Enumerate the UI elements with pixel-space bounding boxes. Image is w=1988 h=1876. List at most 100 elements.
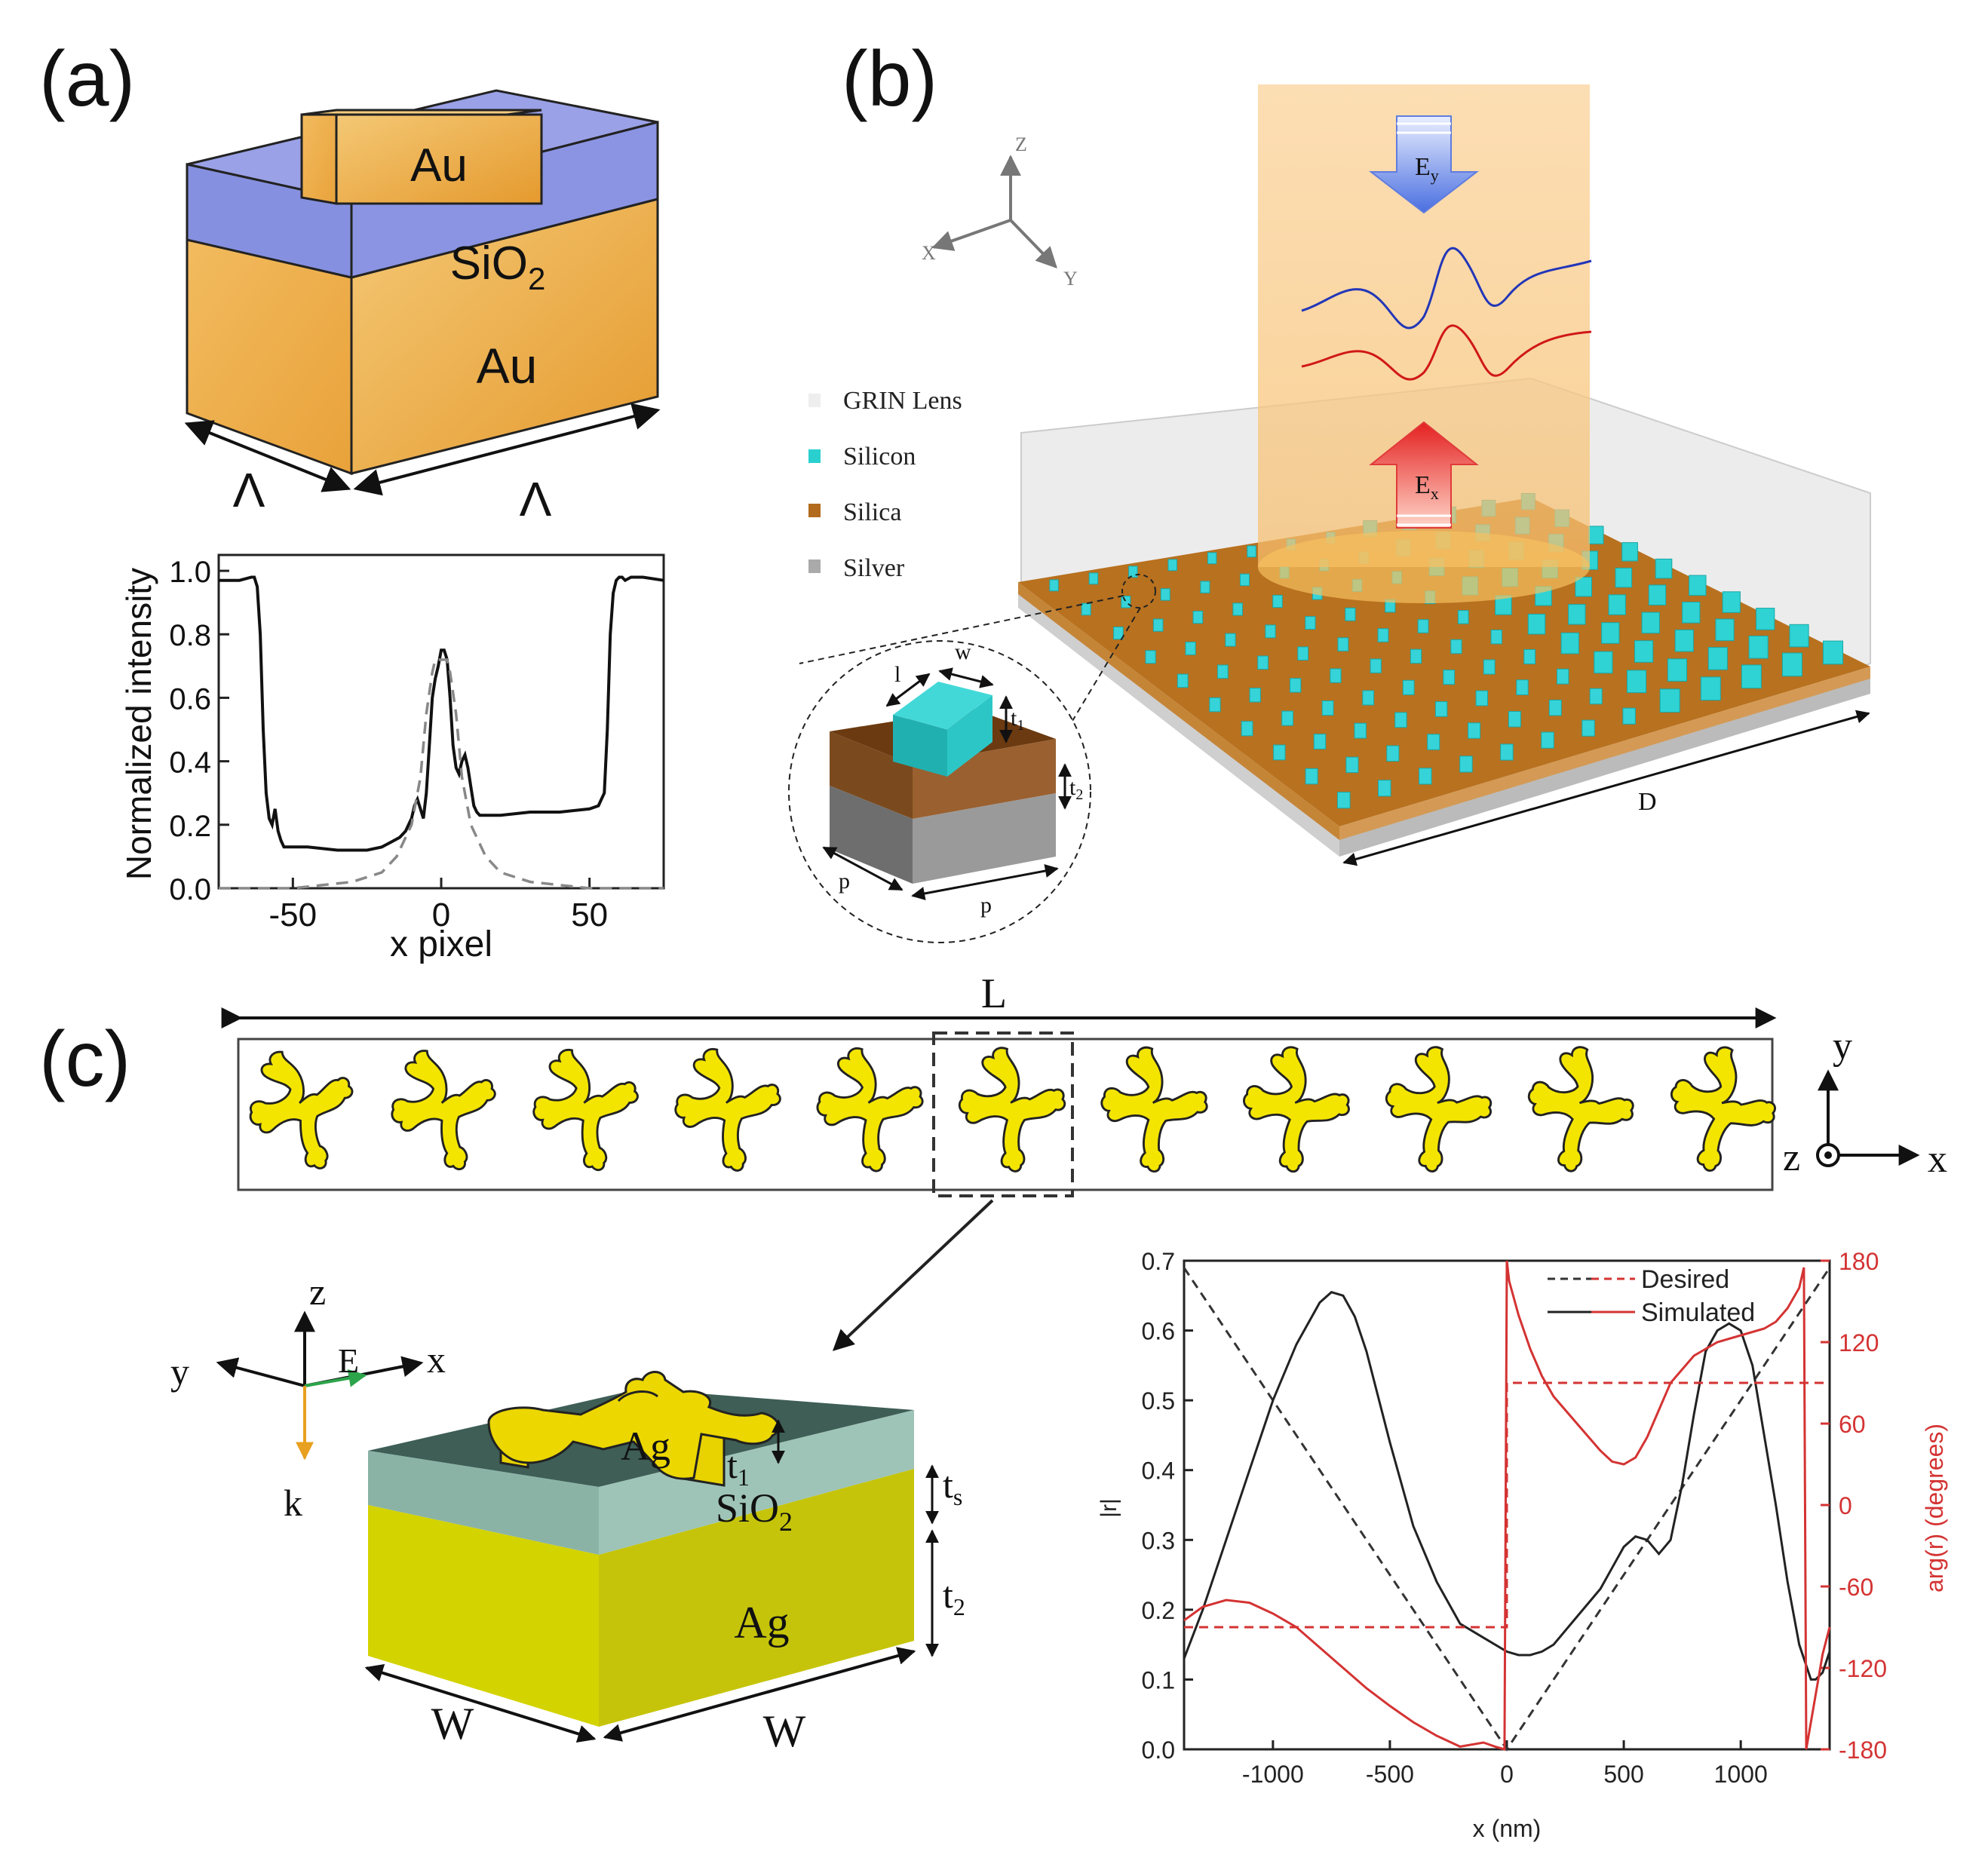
silicon-pillar bbox=[1781, 652, 1802, 677]
silicon-pillar bbox=[1608, 594, 1626, 615]
chart-c-xlabel: x (nm) bbox=[1473, 1815, 1542, 1842]
cell-layer-sio2: SiO2 bbox=[716, 1485, 793, 1537]
silicon-pillar bbox=[1362, 690, 1375, 706]
silicon-pillar bbox=[1707, 647, 1728, 670]
chart-a-xtick-label: 50 bbox=[571, 897, 608, 933]
chart-a-frame bbox=[217, 553, 665, 890]
chart-a-series-solid bbox=[219, 575, 664, 852]
silicon-pillar bbox=[1232, 602, 1244, 616]
chart-c-series-simulated-left bbox=[1183, 1291, 1831, 1681]
dim-t2: t2 bbox=[1069, 775, 1083, 803]
legend-swatch-silicon bbox=[808, 449, 821, 463]
legend-swatch-silver bbox=[808, 559, 821, 573]
silicon-pillar bbox=[1345, 607, 1356, 621]
silicon-pillar bbox=[1756, 608, 1775, 630]
silicon-pillar bbox=[1588, 526, 1604, 544]
chart-c-ytick-right-label: 0 bbox=[1839, 1492, 1852, 1519]
silicon-pillar bbox=[1655, 558, 1673, 579]
chart-c-xtick-label: -500 bbox=[1366, 1761, 1414, 1788]
silicon-pillar bbox=[1128, 566, 1138, 578]
chart-a-ytick-label: 1.0 bbox=[169, 556, 211, 589]
legend-label-grin: GRIN Lens bbox=[843, 387, 962, 415]
cell-field-e: E bbox=[338, 1341, 359, 1380]
silicon-pillar bbox=[1434, 701, 1448, 717]
axis-y-b: Y bbox=[1063, 268, 1078, 290]
silicon-pillar bbox=[1337, 637, 1349, 651]
selected-cell-box bbox=[932, 1031, 1074, 1197]
silicon-pillar bbox=[1249, 688, 1261, 703]
silicon-pillar bbox=[1427, 734, 1440, 750]
panel-b: (b) Z X Y GRIN Lens Silicon Silica Silve… bbox=[788, 35, 1871, 943]
cell-axis-x: x bbox=[427, 1338, 446, 1381]
silicon-pillar bbox=[1689, 575, 1707, 596]
chart-a-ytick-label: 0.6 bbox=[169, 682, 211, 716]
chart-c-xtick-label: -1000 bbox=[1242, 1761, 1304, 1788]
chart-c-ytick-right-label: 60 bbox=[1839, 1411, 1866, 1438]
axis-x-b: X bbox=[922, 242, 936, 264]
chart-c-ytick-right-label: -120 bbox=[1839, 1655, 1887, 1682]
silicon-pillar bbox=[1548, 699, 1562, 716]
chart-c-ylabel-left: |r| bbox=[1097, 1498, 1121, 1518]
chart-c-ytick-left-label: 0.2 bbox=[1142, 1597, 1175, 1624]
axis-x-c: x bbox=[1928, 1138, 1947, 1181]
legend-label-silver: Silver bbox=[843, 554, 905, 582]
dim-d: D bbox=[1638, 788, 1657, 816]
cell-dim-t1: t1 bbox=[727, 1444, 750, 1491]
silicon-pillar bbox=[1823, 640, 1843, 665]
silicon-pillar bbox=[1674, 629, 1694, 652]
cell-layer-ag-bottom: Ag bbox=[734, 1598, 789, 1648]
silicon-pillar bbox=[1634, 640, 1654, 663]
silicon-pillar bbox=[1459, 756, 1473, 773]
legend-b: GRIN Lens Silicon Silica Silver bbox=[808, 387, 962, 582]
panel-c-label: (c) bbox=[39, 1016, 130, 1103]
silicon-pillar bbox=[1113, 627, 1124, 640]
panel-a: (a) Au SiO2 Au Λ bbox=[39, 35, 665, 964]
silicon-pillar bbox=[1419, 768, 1432, 785]
silicon-pillar bbox=[1386, 745, 1400, 762]
silicon-pillar bbox=[1622, 707, 1636, 725]
silicon-pillar bbox=[1377, 628, 1389, 642]
cell-axis-y: y bbox=[170, 1350, 189, 1393]
chart-c-ytick-left-label: 0.6 bbox=[1142, 1318, 1175, 1345]
silicon-pillar bbox=[1281, 710, 1293, 726]
axis-z-c: z bbox=[1783, 1136, 1800, 1179]
cell-dim-w1: W bbox=[431, 1699, 474, 1749]
silicon-pillar bbox=[1700, 676, 1721, 701]
silicon-pillar bbox=[1330, 668, 1342, 683]
chart-c-ytick-right-label: -180 bbox=[1839, 1737, 1887, 1764]
silicon-pillar bbox=[1457, 610, 1469, 624]
cell-dim-ts: ts bbox=[943, 1464, 962, 1510]
silicon-pillar bbox=[1589, 688, 1603, 705]
silicon-pillar bbox=[1200, 581, 1210, 593]
silicon-pillar bbox=[1272, 594, 1283, 608]
silicon-pillar bbox=[1575, 577, 1592, 597]
legend-swatch-grin bbox=[808, 394, 821, 407]
chart-c-ytick-left-label: 0.4 bbox=[1142, 1458, 1175, 1485]
silicon-pillar bbox=[1207, 552, 1217, 565]
chart-c-series-desired-right bbox=[1184, 1381, 1830, 1629]
dim-l-array: L bbox=[981, 970, 1007, 1017]
dim-w: w bbox=[955, 639, 971, 664]
chart-a-xtick-label: -50 bbox=[269, 897, 318, 933]
silicon-pillar bbox=[1177, 673, 1189, 688]
silicon-pillar bbox=[1402, 679, 1415, 695]
silicon-pillar bbox=[1313, 734, 1327, 749]
silicon-pillar bbox=[1265, 624, 1276, 639]
chart-a-series-dashed bbox=[219, 658, 664, 890]
cell-dim-t2: t2 bbox=[943, 1574, 965, 1620]
unit-cell-c: z y x E k Ag SiO2 Ag t1 bbox=[170, 1271, 965, 1756]
silicon-pillar bbox=[1715, 618, 1735, 642]
silicon-pillar bbox=[1273, 744, 1286, 761]
chart-c-series-simulated-right bbox=[1183, 1260, 1831, 1751]
ey-arrow-icon bbox=[1369, 115, 1479, 214]
legend-swatch-silica bbox=[808, 504, 821, 517]
silicon-pillar bbox=[1121, 596, 1131, 608]
chart-c-ytick-left-label: 0.5 bbox=[1142, 1387, 1175, 1415]
silicon-pillar bbox=[1088, 572, 1099, 585]
axis-z-b: Z bbox=[1015, 133, 1027, 155]
silicon-pillar bbox=[1337, 792, 1351, 809]
silicon-pillar bbox=[1049, 579, 1059, 592]
ex-arrow-icon bbox=[1369, 421, 1479, 529]
